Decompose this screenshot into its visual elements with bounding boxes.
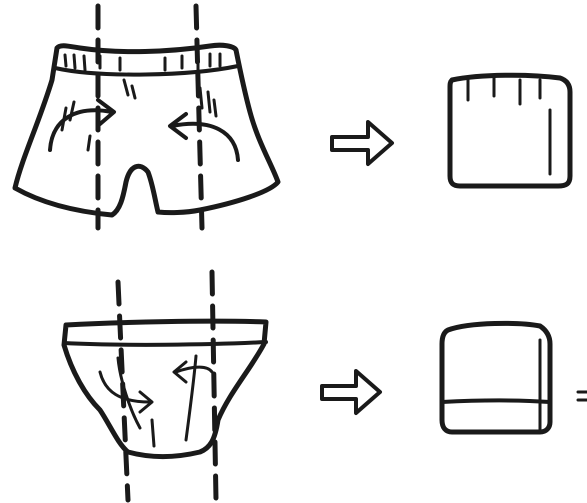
boxer-fold-lines	[98, 6, 202, 228]
fold-arrow-left-icon	[172, 124, 238, 160]
boxer-shorts-step	[15, 6, 278, 228]
folded-briefs	[442, 323, 587, 432]
fold-arrow-right-icon	[50, 110, 112, 150]
result-arrow-icon	[332, 122, 392, 164]
briefs-fold-lines	[118, 272, 216, 500]
folded-boxer	[450, 75, 570, 186]
result-arrow-icon	[322, 371, 380, 413]
briefs-waistband	[64, 342, 266, 345]
boxer-creases	[62, 80, 216, 150]
briefs-step	[64, 272, 266, 500]
